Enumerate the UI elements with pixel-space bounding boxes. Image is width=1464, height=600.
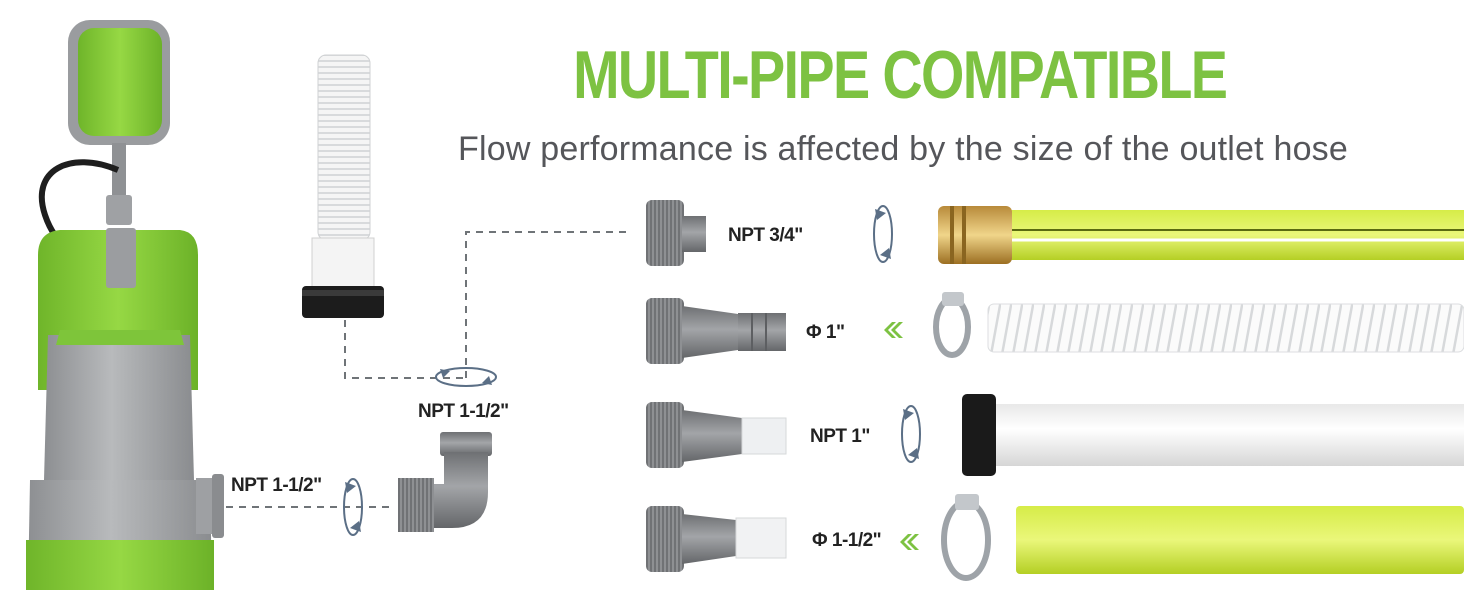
adapter-3-label: NPT 1" xyxy=(810,426,870,447)
adapter-4-label: Φ 1-1/2" xyxy=(812,530,882,551)
elbow-thread-label: NPT 1-1/2" xyxy=(418,401,509,422)
hose-clamp xyxy=(933,292,971,358)
rotate-icon xyxy=(901,405,921,463)
chevrons-icon xyxy=(900,534,919,550)
lay-flat-hose xyxy=(962,394,1464,476)
elbow-fitting xyxy=(398,432,492,532)
rotate-icon xyxy=(343,478,363,536)
chevrons-icon xyxy=(884,322,903,338)
page-title: MULTI-PIPE COMPATIBLE xyxy=(573,37,1228,113)
connector-lines xyxy=(226,231,632,508)
adapter-npt-1 xyxy=(646,402,787,468)
adapter-1-label: NPT 3/4" xyxy=(728,225,803,246)
rotate-icon xyxy=(873,205,893,263)
adapter-npt-3-4 xyxy=(646,200,706,266)
pump-outlet-label: NPT 1-1/2" xyxy=(231,475,322,496)
page-subtitle: Flow performance is affected by the size… xyxy=(458,130,1348,168)
spiral-hose xyxy=(987,303,1464,353)
submersible-pump xyxy=(26,20,224,590)
hose-clamp xyxy=(941,494,991,581)
adapter-barb-1-1-2 xyxy=(646,506,787,572)
corrugated-hose xyxy=(302,54,384,318)
rotate-icon xyxy=(435,367,497,387)
garden-hose xyxy=(938,206,1464,264)
float-switch xyxy=(78,28,162,136)
adapter-2-label: Φ 1" xyxy=(806,322,845,343)
adapter-barb-1 xyxy=(646,298,786,364)
rigid-green-pipe xyxy=(1016,506,1464,574)
